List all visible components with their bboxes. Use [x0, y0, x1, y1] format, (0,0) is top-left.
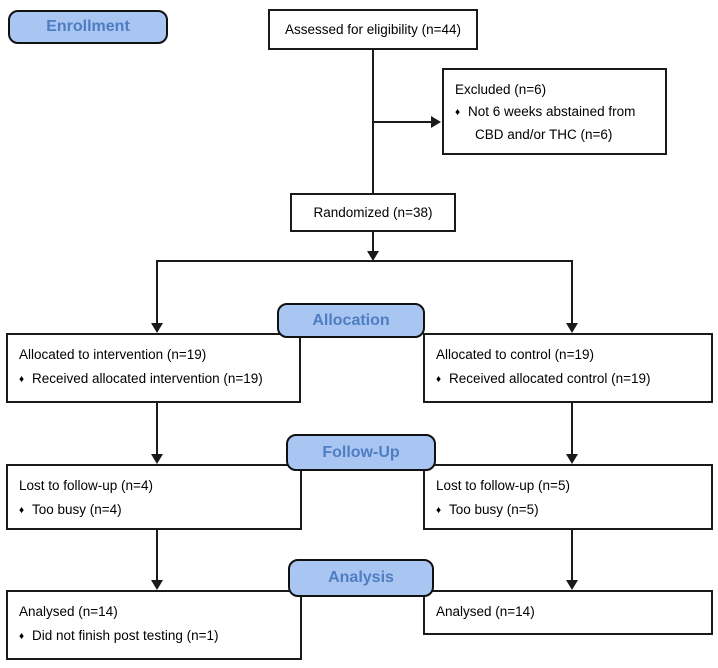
analysed-control-title: Analysed (n=14) [436, 604, 535, 619]
arrowhead-crossbar-icon [367, 251, 379, 261]
randomized-box: Randomized (n=38) [290, 193, 456, 232]
diamond-bullet-icon: ♦ [436, 374, 442, 385]
arrowhead-control-icon [566, 323, 578, 333]
connector-randomized-to-crossbar [372, 232, 374, 253]
connector-followup-to-analysis-right [571, 530, 573, 581]
lost-followup-control-title: Lost to follow-up (n=5) [436, 478, 570, 493]
crossbar-randomization-split [156, 260, 573, 262]
allocated-control-box: Allocated to control (n=19) ♦ Received al… [423, 333, 713, 403]
analysed-intervention-bullet-row: ♦ Did not finish post testing (n=1) [19, 624, 292, 649]
allocated-intervention-title: Allocated to intervention (n=19) [19, 347, 207, 362]
stage-label-allocation: Allocation [277, 303, 425, 338]
allocated-control-bullet-text: Received allocated control (n=19) [449, 371, 651, 386]
stage-label-followup: Follow-Up [286, 434, 436, 471]
connector-control-to-followup [571, 403, 573, 455]
stage-label-followup-text: Follow-Up [322, 443, 400, 461]
lost-followup-intervention-bullet-text: Too busy (n=4) [32, 502, 122, 517]
connector-intervention-to-followup [156, 403, 158, 455]
allocated-intervention-bullet-row: ♦ Received allocated intervention (n=19) [19, 367, 291, 392]
analysed-intervention-box: Analysed (n=14) ♦ Did not finish post tes… [6, 590, 302, 660]
excluded-bullet-continuation: CBD and/or THC (n=6) [475, 127, 613, 142]
allocated-intervention-bullet-text: Received allocated intervention (n=19) [32, 371, 263, 386]
lost-followup-control-box: Lost to follow-up (n=5) ♦ Too busy (n=5) [423, 464, 713, 530]
assessed-eligibility-text: Assessed for eligibility (n=44) [285, 22, 461, 37]
stage-label-enrollment: Enrollment [8, 10, 168, 44]
stage-label-enrollment-text: Enrollment [46, 18, 130, 35]
diamond-bullet-icon: ♦ [436, 505, 442, 516]
arrowhead-analysis-right-icon [566, 580, 578, 590]
arrowhead-intervention-icon [151, 323, 163, 333]
excluded-title: Excluded (n=6) [455, 82, 547, 97]
arrowhead-analysis-left-icon [151, 580, 163, 590]
allocated-control-title: Allocated to control (n=19) [436, 347, 594, 362]
excluded-box: Excluded (n=6) ♦ Not 6 weeks abstained fr… [442, 68, 667, 155]
diamond-bullet-icon: ♦ [19, 505, 25, 516]
stage-label-analysis: Analysis [288, 559, 434, 597]
excluded-bullet-text: Not 6 weeks abstained from [468, 104, 636, 119]
excluded-bullet-row: ♦ Not 6 weeks abstained from [455, 101, 657, 124]
randomized-text: Randomized (n=38) [313, 205, 433, 220]
analysed-intervention-bullet-text: Did not finish post testing (n=1) [32, 628, 219, 643]
lost-followup-intervention-title: Lost to follow-up (n=4) [19, 478, 153, 493]
arrowhead-followup-left-icon [151, 454, 163, 464]
connector-followup-to-analysis-left [156, 530, 158, 581]
diamond-bullet-icon: ♦ [19, 631, 25, 642]
lost-followup-control-bullet-text: Too busy (n=5) [449, 502, 539, 517]
connector-crossbar-to-intervention [156, 260, 158, 324]
stage-label-allocation-text: Allocation [312, 311, 390, 329]
diamond-bullet-icon: ♦ [455, 107, 461, 118]
connector-to-excluded [373, 121, 432, 123]
lost-followup-control-bullet-row: ♦ Too busy (n=5) [436, 498, 703, 523]
connector-crossbar-to-control [571, 260, 573, 324]
lost-followup-intervention-box: Lost to follow-up (n=4) ♦ Too busy (n=4) [6, 464, 302, 530]
analysed-intervention-title: Analysed (n=14) [19, 604, 118, 619]
assessed-eligibility-box: Assessed for eligibility (n=44) [268, 9, 478, 50]
diamond-bullet-icon: ♦ [19, 374, 25, 385]
analysed-control-box: Analysed (n=14) [423, 590, 713, 635]
allocated-intervention-box: Allocated to intervention (n=19) ♦ Receiv… [6, 333, 301, 403]
arrowhead-followup-right-icon [566, 454, 578, 464]
arrowhead-excluded-icon [431, 116, 441, 128]
stage-label-analysis-text: Analysis [328, 569, 394, 586]
lost-followup-intervention-bullet-row: ♦ Too busy (n=4) [19, 498, 292, 523]
allocated-control-bullet-row: ♦ Received allocated control (n=19) [436, 367, 703, 392]
